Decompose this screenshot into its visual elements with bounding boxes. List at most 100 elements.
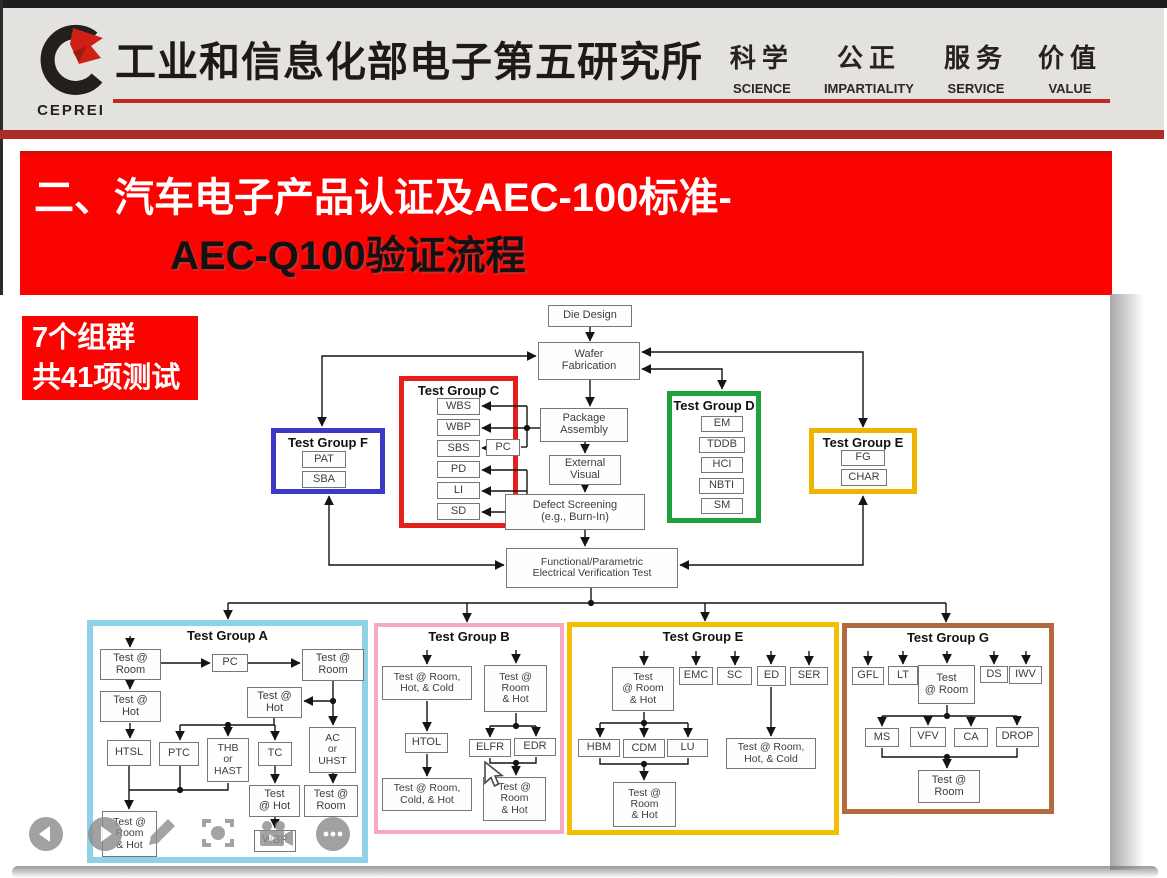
flow-node-gfl: GFL xyxy=(852,667,884,685)
organization-name: 工业和信息化部电子第五研究所 xyxy=(115,39,703,85)
cursor-arrow-icon xyxy=(484,760,505,788)
flow-node-fg: FG xyxy=(841,450,885,466)
slogan-col: 科学 SCIENCE xyxy=(730,38,794,96)
test-group-title: Test Group G xyxy=(906,630,990,645)
flow-node-gms: MS xyxy=(865,728,899,747)
flow-node-wbs: WBS xyxy=(437,398,480,415)
flow-node-ah3: Test @ Hot xyxy=(249,785,300,817)
callout-line2: 共41项测试 xyxy=(32,362,181,394)
flow-node-brch: Test @ Room, Cold, & Hot xyxy=(382,778,472,811)
flow-node-pc2: PC xyxy=(486,439,520,456)
flow-node-dsc: Defect Screening (e.g., Burn-In) xyxy=(505,494,645,530)
slogan-cn: 服务 xyxy=(943,43,1008,73)
edit-button[interactable] xyxy=(146,816,178,853)
flow-node-ac: AC or UHST xyxy=(309,727,356,773)
flow-node-htol: HTOL xyxy=(405,733,448,753)
flow-node-hbm: HBM xyxy=(578,739,620,757)
back-button[interactable] xyxy=(29,817,63,856)
slogan-col: 价值 VALUE xyxy=(1038,38,1102,96)
flow-node-pat: PAT xyxy=(302,451,346,468)
header-underline xyxy=(113,99,1110,103)
cursor-pointer xyxy=(483,760,505,796)
slide-header: CEPREI 工业和信息化部电子第五研究所 科学 SCIENCE 公正 IMPA… xyxy=(3,8,1164,130)
slogan-cn: 价值 xyxy=(1037,43,1102,73)
flow-node-brh1: Test @ Room & Hot xyxy=(484,665,547,712)
flow-node-gdrop: DROP xyxy=(996,727,1039,747)
flow-node-gr2: Test @ Room xyxy=(918,770,980,803)
flow-node-gds: DS xyxy=(980,666,1008,683)
flow-node-ptc: PTC xyxy=(159,742,199,766)
flow-node-ev: External Visual xyxy=(549,455,621,485)
flow-node-brhc: Test @ Room, Hot, & Cold xyxy=(382,666,472,700)
video-camera-icon xyxy=(260,821,293,846)
slogan-en: IMPARTIALITY xyxy=(823,81,914,96)
flow-node-wbp: WBP xyxy=(437,419,480,436)
flow-node-erhc: Test @ Room, Hot, & Cold xyxy=(726,738,816,769)
flow-node-ar3: Test @ Room xyxy=(304,785,358,817)
divider-stripe xyxy=(0,130,1164,139)
flow-node-giwv: IWV xyxy=(1009,666,1042,684)
test-group-b: Test Group B xyxy=(374,623,564,834)
slide-title-banner: 二、汽车电子产品认证及AEC-100标准- AEC-Q100验证流程 xyxy=(20,151,1112,295)
slide-title-line2: AEC-Q100验证流程 xyxy=(170,234,526,278)
test-group-title: Test Group B xyxy=(428,629,510,644)
flow-node-htsl: HTSL xyxy=(107,740,151,766)
flow-node-die: Die Design xyxy=(548,305,632,327)
test-group-e1: Test Group E xyxy=(809,428,917,494)
flow-node-thb: THB or HAST xyxy=(207,738,249,782)
flow-node-ser: SER xyxy=(790,667,828,685)
flow-node-sd: SD xyxy=(437,503,480,520)
more-button[interactable] xyxy=(316,817,350,856)
flow-node-ar1: Test @ Room xyxy=(100,649,161,680)
test-group-title: Test Group A xyxy=(187,628,268,643)
flow-node-gvfv: VFV xyxy=(910,727,946,747)
flow-node-erh1: Test @ Room & Hot xyxy=(612,667,674,711)
slide-shadow-bottom xyxy=(12,866,1158,878)
flow-node-wf: Wafer Fabrication xyxy=(538,342,640,380)
test-group-title: Test Group E xyxy=(822,435,904,450)
slogan-en: VALUE xyxy=(1048,81,1092,96)
flow-node-char: CHAR xyxy=(841,469,887,486)
flow-node-ed: ED xyxy=(757,666,786,686)
flow-node-erh2: Test @ Room & Hot xyxy=(613,782,676,827)
pencil-icon xyxy=(149,819,175,845)
screenshot-button[interactable] xyxy=(202,818,234,853)
flow-node-gca: CA xyxy=(954,728,988,747)
slogan: 科学 SCIENCE 公正 IMPARTIALITY 服务 SERVICE 价值… xyxy=(730,38,1102,96)
test-group-title: Test Group C xyxy=(417,383,500,398)
cepei-logo-text: CEPREI xyxy=(37,102,105,119)
test-group-e2: Test Group E xyxy=(567,622,839,835)
flow-node-cdm: CDM xyxy=(623,739,665,758)
flow-node-fpt: Functional/Parametric Electrical Verific… xyxy=(506,548,678,588)
flow-node-tddb: TDDB xyxy=(699,437,745,453)
flow-node-sc: SC xyxy=(717,667,752,685)
flow-node-sm: SM xyxy=(701,498,743,514)
flow-node-glt: LT xyxy=(888,666,918,685)
flow-node-sbs: SBS xyxy=(437,440,480,457)
test-group-title: Test Group E xyxy=(662,629,744,644)
screenshot-icon xyxy=(202,819,234,847)
test-group-f: Test Group F xyxy=(271,428,385,494)
flow-node-nbti: NBTI xyxy=(699,478,744,494)
test-group-title: Test Group D xyxy=(673,398,755,413)
slogan-col: 服务 SERVICE xyxy=(944,38,1008,96)
callout-line1: 7个组群 xyxy=(32,322,136,354)
test-summary-callout: 7个组群 共41项测试 xyxy=(22,316,198,400)
flow-node-li: LI xyxy=(437,482,480,499)
more-icon xyxy=(316,817,350,851)
flow-node-gr1: Test @ Room xyxy=(918,665,975,704)
window-left-edge xyxy=(0,0,3,295)
record-button[interactable] xyxy=(258,820,294,853)
test-group-g: Test Group G xyxy=(842,623,1054,814)
flow-node-emc: EMC xyxy=(679,667,713,685)
test-group-a: Test Group A xyxy=(87,620,368,863)
flow-node-edr: EDR xyxy=(514,738,556,756)
play-button[interactable] xyxy=(88,817,122,856)
slide-shadow-right xyxy=(1110,294,1144,870)
slogan-col: 公正 IMPARTIALITY xyxy=(824,38,914,96)
cepei-logo-mark xyxy=(40,24,103,95)
flow-node-pa: Package Assembly xyxy=(540,408,628,442)
window-top-bar xyxy=(0,0,1167,8)
